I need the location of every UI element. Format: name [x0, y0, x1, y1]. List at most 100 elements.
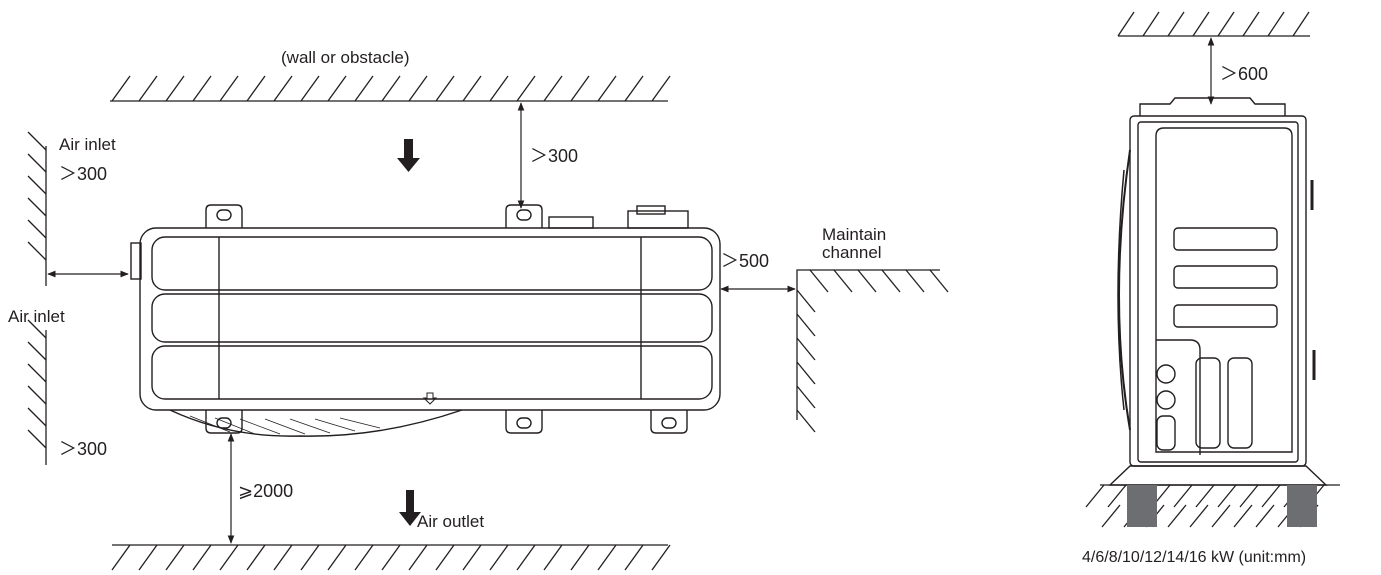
hatch-stroke — [462, 75, 482, 102]
hatch-stroke — [219, 544, 239, 571]
hatch-stroke — [570, 75, 590, 102]
hatch-stroke — [881, 269, 901, 293]
hatch-stroke — [165, 75, 185, 102]
hatch-stroke — [516, 75, 536, 102]
hatch-stroke — [489, 75, 509, 102]
hatch-stroke — [1267, 11, 1285, 37]
hatch-stroke — [1173, 484, 1193, 508]
hatch-stroke — [1167, 11, 1185, 37]
maintain-label-2: channel — [822, 243, 882, 262]
hatch-stroke — [408, 75, 428, 102]
hatch-stroke — [246, 75, 266, 102]
hatch-stroke — [1292, 11, 1310, 37]
hatch-stroke — [1101, 504, 1121, 528]
back-wall-hatch — [110, 75, 671, 102]
hatch-stroke — [1142, 11, 1160, 37]
hatch-stroke — [27, 363, 47, 383]
hatch-stroke — [905, 269, 925, 293]
wall-label: (wall or obstacle) — [281, 48, 410, 67]
hatch-stroke — [929, 269, 949, 293]
hatch-stroke — [1192, 11, 1210, 37]
model-caption: 4/6/8/10/12/14/16 kW (unit:mm) — [1082, 549, 1306, 566]
hatch-stroke — [27, 319, 47, 339]
side-ceiling-hatch — [1117, 11, 1310, 37]
air-inlet-left-label: Air inlet — [8, 307, 65, 326]
front-floor-hatch — [111, 544, 671, 571]
outdoor-unit-top-view — [130, 204, 721, 437]
hatch-stroke — [219, 75, 239, 102]
left-foot-block — [1127, 485, 1157, 527]
back-clearance: ＞300 — [530, 146, 578, 166]
hatch-stroke — [1261, 484, 1281, 508]
hatch-stroke — [1242, 11, 1260, 37]
hatch-stroke — [833, 269, 853, 293]
left-lower-clearance: ＞300 — [59, 439, 107, 459]
hatch-stroke — [192, 544, 212, 571]
hatch-stroke — [796, 289, 816, 313]
hatch-stroke — [354, 544, 374, 571]
hatch-stroke — [27, 219, 47, 239]
hatch-stroke — [1167, 504, 1187, 528]
hatch-stroke — [435, 75, 455, 102]
air-outlet-arrow-icon — [399, 490, 421, 526]
hatch-stroke — [543, 75, 563, 102]
hatch-stroke — [27, 197, 47, 217]
hatch-stroke — [246, 544, 266, 571]
right-foot-block — [1287, 485, 1317, 527]
hatch-stroke — [651, 75, 671, 102]
hatch-stroke — [138, 75, 158, 102]
hatch-stroke — [1117, 11, 1135, 37]
hatch-stroke — [27, 153, 47, 173]
air-inlet-upper-label: Air inlet — [59, 135, 116, 154]
hatch-stroke — [381, 75, 401, 102]
hatch-stroke — [570, 544, 590, 571]
hatch-stroke — [300, 75, 320, 102]
hatch-stroke — [435, 544, 455, 571]
hatch-stroke — [624, 75, 644, 102]
hatch-stroke — [111, 75, 131, 102]
left-upper-clearance: ＞300 — [59, 164, 107, 184]
hatch-stroke — [1195, 484, 1215, 508]
hatch-stroke — [27, 241, 47, 261]
hatch-stroke — [27, 131, 47, 151]
hatch-stroke — [1255, 504, 1275, 528]
hatch-stroke — [462, 544, 482, 571]
hatch-stroke — [138, 544, 158, 571]
side-view: ＞600 4/6/8/10 — [1082, 11, 1340, 566]
hatch-stroke — [651, 544, 671, 571]
hatch-stroke — [624, 544, 644, 571]
hatch-stroke — [27, 407, 47, 427]
hatch-stroke — [1189, 504, 1209, 528]
hatch-stroke — [1217, 484, 1237, 508]
hatch-stroke — [489, 544, 509, 571]
hatch-stroke — [796, 385, 816, 409]
hatch-stroke — [1239, 484, 1259, 508]
hatch-stroke — [192, 75, 212, 102]
hatch-stroke — [597, 544, 617, 571]
hatch-stroke — [1211, 504, 1231, 528]
hatch-stroke — [27, 429, 47, 449]
right-wall-hatch — [796, 269, 949, 433]
hatch-stroke — [796, 313, 816, 337]
air-inlet-arrow-icon — [397, 139, 420, 172]
hatch-stroke — [857, 269, 877, 293]
hatch-stroke — [1107, 484, 1127, 508]
hatch-stroke — [27, 175, 47, 195]
hatch-stroke — [165, 544, 185, 571]
hatch-stroke — [516, 544, 536, 571]
hatch-stroke — [1233, 504, 1253, 528]
hatch-stroke — [543, 544, 563, 571]
hatch-stroke — [273, 75, 293, 102]
hatch-stroke — [327, 544, 347, 571]
hatch-stroke — [796, 361, 816, 385]
left-wall-lower-hatch — [27, 319, 47, 465]
hatch-stroke — [381, 544, 401, 571]
hatch-stroke — [300, 544, 320, 571]
hatch-stroke — [354, 75, 374, 102]
outdoor-unit-side-view — [1108, 97, 1328, 486]
left-wall-upper-hatch — [27, 131, 47, 286]
front-clearance: ⩾2000 — [238, 481, 293, 501]
hatch-stroke — [273, 544, 293, 571]
top-clearance: ＞600 — [1220, 64, 1268, 84]
hatch-stroke — [809, 269, 829, 293]
